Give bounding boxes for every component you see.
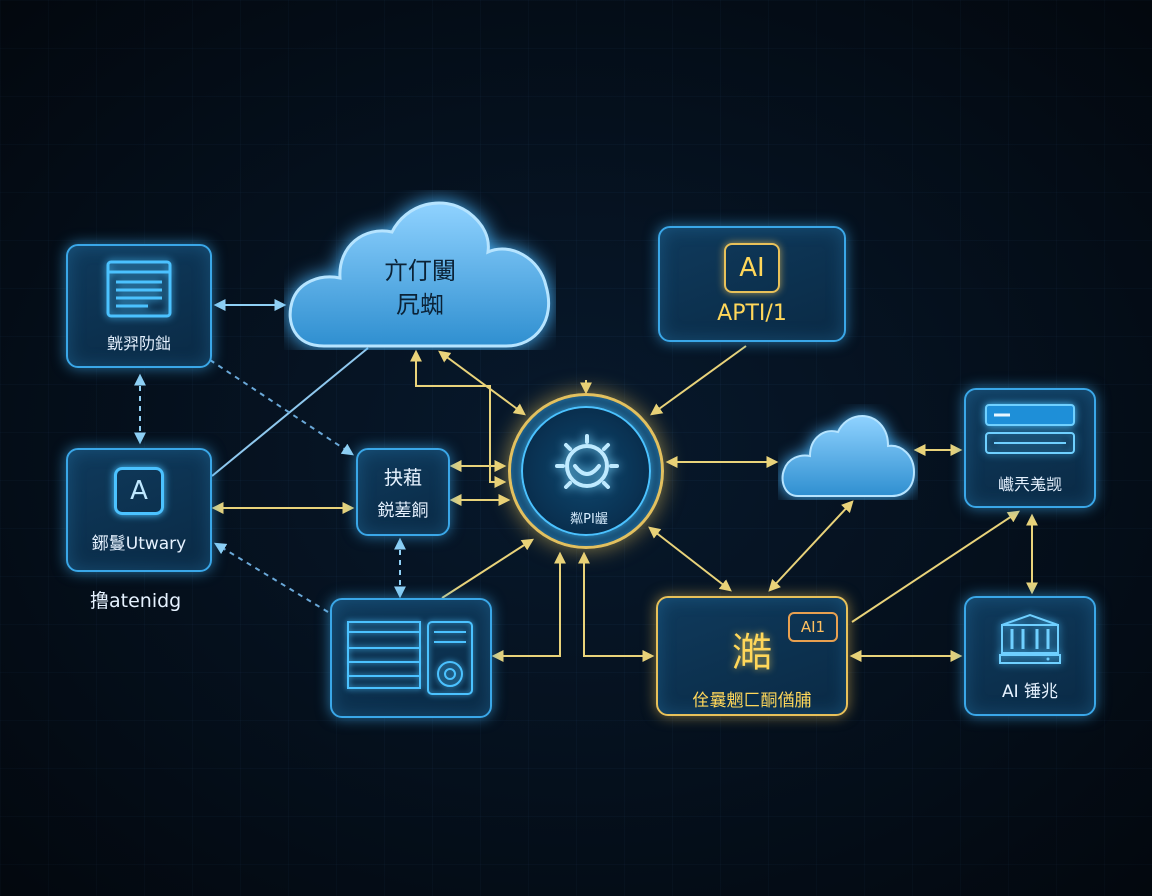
hub-label: 粼PI龌 bbox=[570, 512, 608, 527]
link-centerbottom-cloudright bbox=[768, 500, 854, 592]
bank-node[interactable]: AI 锤兆 bbox=[964, 596, 1096, 716]
link-dashboard-hub-2 bbox=[491, 551, 566, 662]
ai-chip-icon: A bbox=[114, 466, 164, 515]
ai-library-label: 鋣鬘Utwary bbox=[91, 533, 187, 554]
link-hub-centerbottom-2 bbox=[648, 526, 732, 592]
dashboard-node[interactable] bbox=[330, 598, 492, 718]
ai-library-node[interactable]: A 鋣鬘Utwary bbox=[66, 448, 212, 572]
middle-node-line2: 鋭蒫餇 bbox=[377, 501, 429, 521]
central-hub[interactable]: 粼PI龌 bbox=[508, 393, 664, 549]
server-node[interactable]: 巇兲羗觊 bbox=[964, 388, 1096, 508]
bank-icon bbox=[999, 613, 1061, 664]
document-node[interactable]: 皝羿阞鈯 bbox=[66, 244, 212, 368]
bank-node-label: AI 锤兆 bbox=[1001, 681, 1059, 702]
cloud-top-line2: 凥蜘 bbox=[396, 291, 444, 319]
link-doc-middle bbox=[209, 359, 355, 456]
ai-chip-icon: AI bbox=[724, 242, 780, 293]
cloud-shape bbox=[781, 414, 916, 497]
cloud-shape bbox=[288, 201, 551, 348]
api-node-label: APTI/1 bbox=[717, 300, 787, 326]
link-centerbottom-server bbox=[851, 510, 1021, 623]
dashboard-icon bbox=[347, 621, 473, 695]
api-node[interactable]: AI APTI/1 bbox=[658, 226, 846, 342]
api-chip-text: AI bbox=[739, 252, 765, 283]
link-api-hub bbox=[650, 345, 747, 416]
server-node-label: 巇兲羗觊 bbox=[997, 475, 1062, 494]
server-icon bbox=[985, 404, 1075, 454]
link-ai-cloud bbox=[211, 347, 369, 477]
cloud-top: 亣仃闄 凥蜘 bbox=[284, 190, 556, 350]
ai-platform-badge: AI1 bbox=[788, 612, 838, 642]
link-hub-centerbottom bbox=[578, 551, 655, 662]
ai-chip-icon-text: A bbox=[130, 475, 148, 506]
ai-platform-label: 佺曩魍匚酮偤脯 bbox=[692, 691, 812, 711]
link-dashboard-hub bbox=[441, 538, 535, 599]
document-icon bbox=[106, 260, 172, 318]
cloud-top-text: 亣仃闄 凥蜘 bbox=[284, 254, 556, 322]
cloud-right bbox=[778, 404, 918, 500]
document-node-label: 皝羿阞鈯 bbox=[106, 334, 171, 353]
ai-platform-node[interactable]: AI1 澔 佺曩魍匚酮偤脯 bbox=[656, 596, 848, 716]
middle-node[interactable]: 抉蒩 鋭蒫餇 bbox=[356, 448, 450, 536]
hub-ring bbox=[521, 406, 651, 536]
cloud-top-line1: 亣仃闄 bbox=[384, 257, 456, 285]
middle-node-line1: 抉蒩 bbox=[383, 467, 422, 489]
link-cloud-hub-2 bbox=[438, 350, 526, 416]
ai-platform-char: 澔 bbox=[732, 630, 772, 676]
link-dashboard-ai bbox=[213, 542, 329, 613]
ai-library-caption: 撸atenidg bbox=[90, 590, 182, 612]
gear-icon bbox=[555, 434, 619, 489]
